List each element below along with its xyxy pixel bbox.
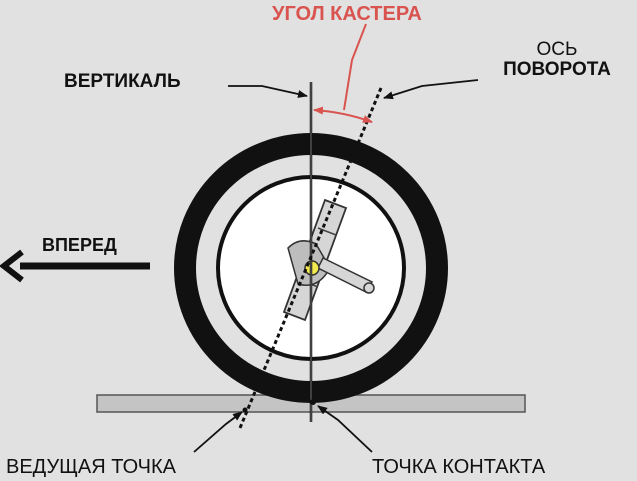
steering-axis-label-line2: ПОВОРОТА: [503, 59, 611, 80]
steering-axis-label: ОСЬ ПОВОРОТА: [492, 40, 622, 80]
steering-axis-label-line1: ОСЬ: [536, 39, 578, 60]
leading-point-leader: [193, 411, 243, 453]
vertical-label: ВЕРТИКАЛЬ: [64, 71, 181, 92]
forward-arrow-head: [0, 249, 24, 283]
forward-label: ВПЕРЕД: [42, 235, 117, 255]
steering-axis-line: [238, 87, 383, 429]
steering-axis-leader: [383, 79, 479, 100]
steering-arm: [316, 256, 374, 293]
leading-point-marker: [242, 407, 248, 413]
contact-point-leader: [317, 405, 373, 453]
contact-point-marker: [310, 399, 316, 405]
vertical-leader: [228, 85, 308, 98]
caster-angle-label: УГОЛ КАСТЕРА: [272, 3, 422, 25]
caster-angle-leader: [343, 23, 367, 111]
leading-point-label: ВЕДУЩАЯ ТОЧКА: [6, 456, 176, 478]
caster-angle-arc: [313, 106, 373, 123]
contact-point-label: ТОЧКА КОНТАКТА: [372, 456, 546, 478]
